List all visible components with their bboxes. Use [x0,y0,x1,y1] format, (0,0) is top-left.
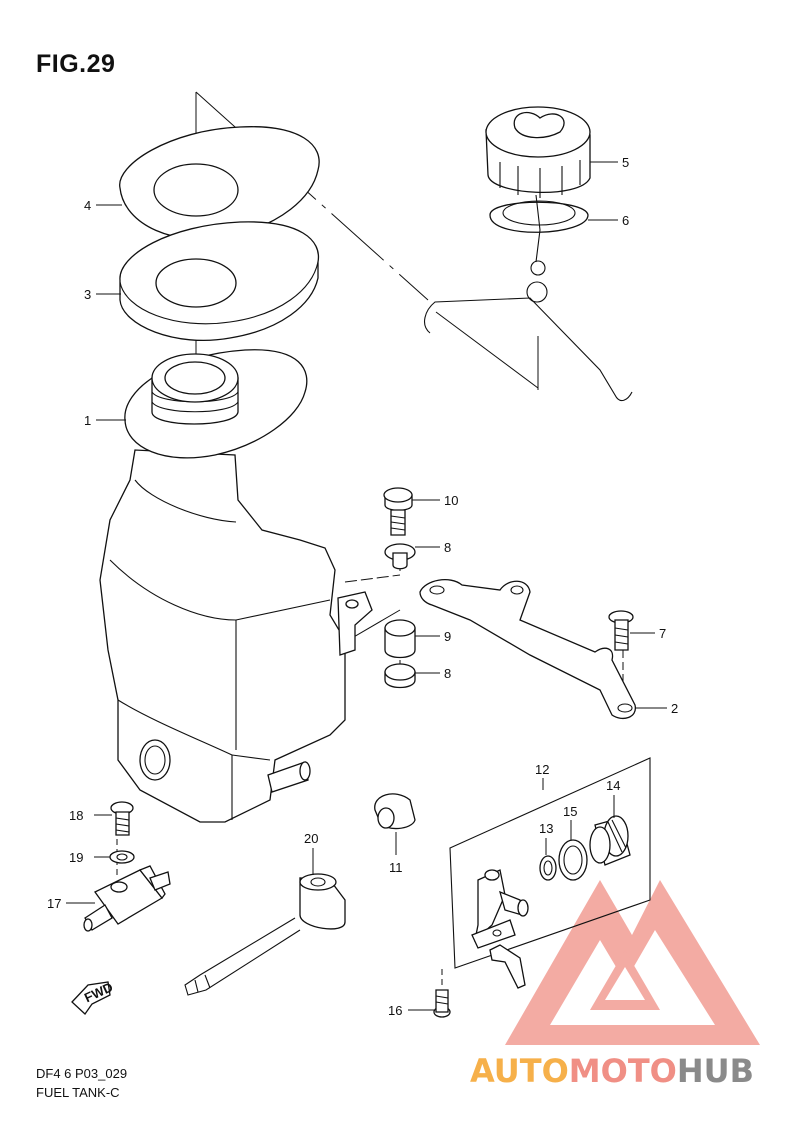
part-11-knob [374,793,416,830]
callout-15: 15 [563,804,577,819]
callout-1: 1 [84,413,91,428]
part-12-valve-assembly-box [449,757,651,989]
callout-leader-lines [66,161,667,1011]
watermark-wordmark: AUTOMOTOHUB [470,1052,754,1090]
callout-20: 20 [304,831,318,846]
part-3-rubber-seal [119,221,320,342]
callout-labels: 1 2 3 4 5 6 7 8 8 9 10 11 12 13 14 15 16… [47,155,678,1018]
callout-18: 18 [69,808,83,823]
watermark-triangle-logo [505,880,760,1045]
callout-3: 3 [84,287,91,302]
part-18-screw [110,801,134,836]
callout-14: 14 [606,778,620,793]
watermark-part-hub: HUB [676,1052,755,1090]
part-4-seal-plate [119,126,320,240]
part-1-fuel-tank [99,349,373,823]
callout-8-upper: 8 [444,540,451,555]
callout-17: 17 [47,896,61,911]
part-2-bracket [419,579,636,719]
callout-8-lower: 8 [444,666,451,681]
part-5-fuel-cap [485,106,591,198]
callout-10: 10 [444,493,458,508]
watermark-part-auto: AUTO [470,1052,569,1090]
callout-4: 4 [84,198,91,213]
fwd-label: FWD [82,979,115,1005]
part-17-fuel-connector [83,865,171,932]
retaining-wire [424,297,633,402]
part-9-grommet [384,619,416,659]
callout-16: 16 [388,1003,402,1018]
callout-11: 11 [389,860,403,875]
figure-code: DF4 6 P03_029 [36,1066,128,1081]
part-7-bolt [608,610,634,651]
callout-9: 9 [444,629,451,644]
part-8-collar-upper [384,543,416,570]
part-8-collar-lower [384,663,416,689]
callout-6: 6 [622,213,629,228]
part-19-washer [109,850,135,864]
figure-title: FIG.29 [36,50,116,78]
callout-12: 12 [535,762,549,777]
figure-code-block: DF4 6 P03_029 FUEL TANK-C [36,1064,127,1102]
part-20-fuel-pickup [184,873,346,996]
part-6-cap-gasket [489,194,589,303]
fwd-arrow-icon: FWD [71,979,115,1015]
part-16-screw [433,989,451,1018]
callout-5: 5 [622,155,629,170]
callout-2: 2 [671,701,678,716]
callout-7: 7 [659,626,666,641]
figure-subtitle: FUEL TANK-C [36,1085,120,1100]
callout-19: 19 [69,850,83,865]
watermark-part-moto: MOTO [568,1052,677,1090]
part-10-bolt [383,487,413,536]
callout-13: 13 [539,821,553,836]
